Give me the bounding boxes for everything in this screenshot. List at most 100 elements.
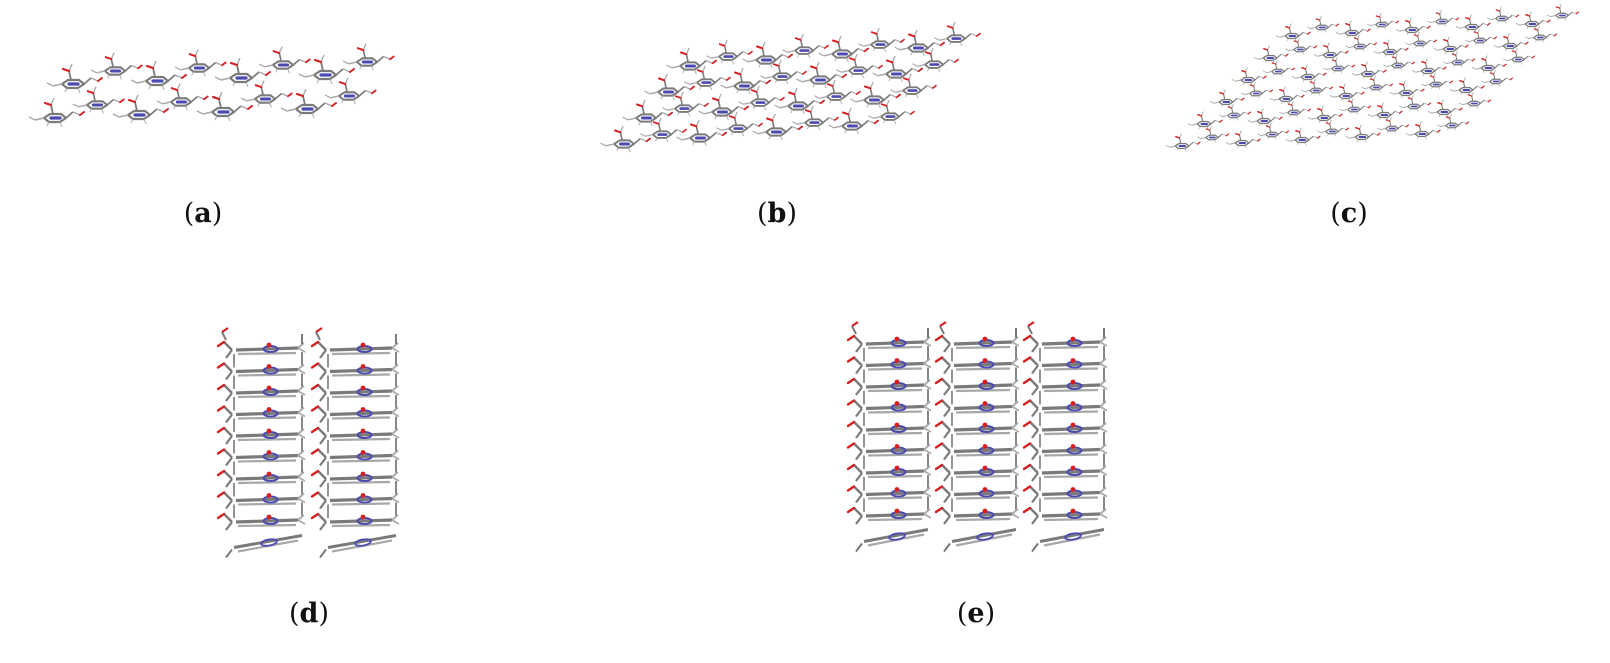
panel-b [590, 21, 990, 162]
molecule [640, 117, 687, 143]
molecule [1411, 58, 1447, 77]
molecule [1481, 69, 1514, 87]
caption-a-letter: a [194, 198, 212, 229]
molecule [720, 67, 772, 95]
molecule [644, 73, 696, 101]
caption-e-close: ) [984, 598, 996, 629]
molecule [666, 47, 718, 75]
molecule [742, 41, 794, 69]
molecule [872, 55, 924, 83]
panel-a [15, 30, 415, 140]
stack-column [216, 327, 306, 559]
crystal-packing-d [216, 327, 400, 559]
molecule [1547, 3, 1580, 21]
molecule [1269, 86, 1305, 105]
molecule [1361, 75, 1394, 93]
molecule [1323, 56, 1356, 74]
molecule [28, 97, 85, 128]
caption-b-close: ) [786, 198, 797, 229]
stack-column [1022, 321, 1108, 553]
molecule [1433, 36, 1469, 55]
caption-c: (c) [1330, 198, 1368, 229]
caption-d-letter: d [299, 598, 319, 629]
molecule [1367, 12, 1400, 30]
molecule [1377, 116, 1410, 134]
molecule [1253, 45, 1289, 64]
molecule [240, 80, 293, 108]
molecule [1285, 37, 1318, 55]
stack-column [846, 321, 932, 553]
molecule [622, 99, 674, 127]
molecule [174, 49, 227, 77]
molecule [1437, 113, 1470, 131]
caption-a-open: ( [183, 198, 195, 229]
molecule [774, 87, 826, 115]
molecule [1515, 11, 1551, 30]
molecule [1443, 50, 1476, 68]
molecule [1351, 61, 1387, 80]
crystal-packing-e [846, 321, 1108, 553]
molecule [828, 107, 880, 135]
molecule [46, 63, 103, 94]
molecule [1279, 100, 1312, 118]
molecule [1405, 121, 1441, 140]
stack-column [310, 327, 400, 559]
molecule [894, 29, 946, 57]
molecule [792, 105, 839, 131]
molecule [684, 65, 731, 91]
molecule [912, 47, 959, 73]
molecule [1405, 31, 1438, 49]
molecule [1329, 83, 1365, 102]
molecule [738, 85, 785, 111]
molecule [324, 77, 377, 105]
molecule [1231, 67, 1267, 86]
molecule [1247, 108, 1283, 127]
molecule [1345, 124, 1381, 143]
molecule [858, 27, 905, 53]
molecule [1307, 105, 1343, 124]
molecule [890, 73, 937, 99]
molecule [752, 113, 804, 141]
molecule [1197, 125, 1230, 143]
molecule [1335, 20, 1371, 39]
molecule [600, 125, 652, 153]
crystal-packing-a [28, 43, 395, 128]
molecule [1263, 59, 1296, 77]
molecule [662, 91, 709, 117]
molecule [72, 86, 125, 114]
caption-d: (d) [289, 598, 329, 629]
molecule [1219, 103, 1252, 121]
molecule [1449, 77, 1485, 96]
molecule [1471, 55, 1507, 74]
molecule [1389, 80, 1425, 99]
molecule [258, 46, 311, 74]
molecule [156, 83, 209, 111]
molecule [1503, 47, 1536, 65]
molecule [90, 52, 143, 80]
molecule [1525, 25, 1558, 43]
molecule [1301, 78, 1334, 96]
caption-c-open: ( [1330, 198, 1341, 229]
caption-e-letter: e [967, 598, 985, 629]
caption-b-letter: b [767, 198, 787, 229]
molecule [196, 91, 253, 122]
molecule [698, 93, 750, 121]
molecule [112, 94, 169, 125]
caption-e: (e) [957, 598, 995, 629]
molecule [1285, 127, 1321, 146]
molecule [130, 60, 187, 91]
molecule [934, 21, 981, 47]
molecule [1275, 23, 1311, 42]
molecule [214, 57, 271, 88]
molecule [1373, 39, 1409, 58]
molecule [1187, 111, 1223, 130]
molecule [1455, 14, 1491, 33]
molecule [280, 88, 337, 119]
molecule [1317, 119, 1350, 137]
molecule [1383, 53, 1416, 71]
molecule [760, 59, 807, 85]
molecule [782, 33, 829, 59]
caption-b-open: ( [757, 198, 768, 229]
crystal-packing-c [1165, 3, 1580, 152]
molecule [1257, 122, 1290, 140]
